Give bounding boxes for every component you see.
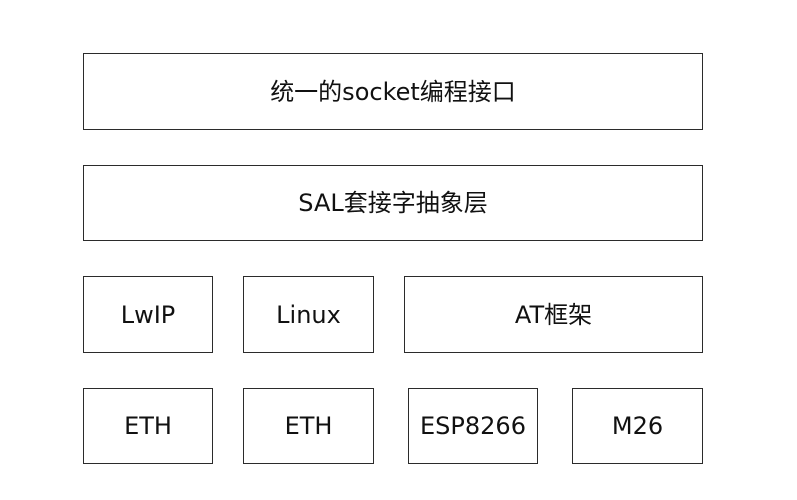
at-framework-box: AT框架: [404, 276, 703, 353]
eth-hardware-box-2: ETH: [243, 388, 374, 464]
linux-stack-box: Linux: [243, 276, 374, 353]
socket-api-layer-label: 统一的socket编程接口: [270, 77, 516, 106]
lwip-stack-box: LwIP: [83, 276, 213, 353]
m26-hardware-label: M26: [611, 412, 664, 440]
eth-hardware-box-1: ETH: [83, 388, 213, 464]
esp8266-hardware-label: ESP8266: [420, 412, 526, 440]
sal-layer-label: SAL套接字抽象层: [298, 189, 488, 217]
esp8266-hardware-box: ESP8266: [408, 388, 538, 464]
lwip-stack-label: LwIP: [120, 300, 176, 329]
eth-hardware-label-1: ETH: [124, 412, 172, 440]
at-framework-label: AT框架: [514, 300, 593, 329]
socket-api-layer-box: 统一的socket编程接口: [83, 53, 703, 130]
sal-layer-box: SAL套接字抽象层: [83, 165, 703, 241]
linux-stack-label: Linux: [276, 300, 341, 329]
m26-hardware-box: M26: [572, 388, 703, 464]
eth-hardware-label-2: ETH: [284, 412, 333, 440]
